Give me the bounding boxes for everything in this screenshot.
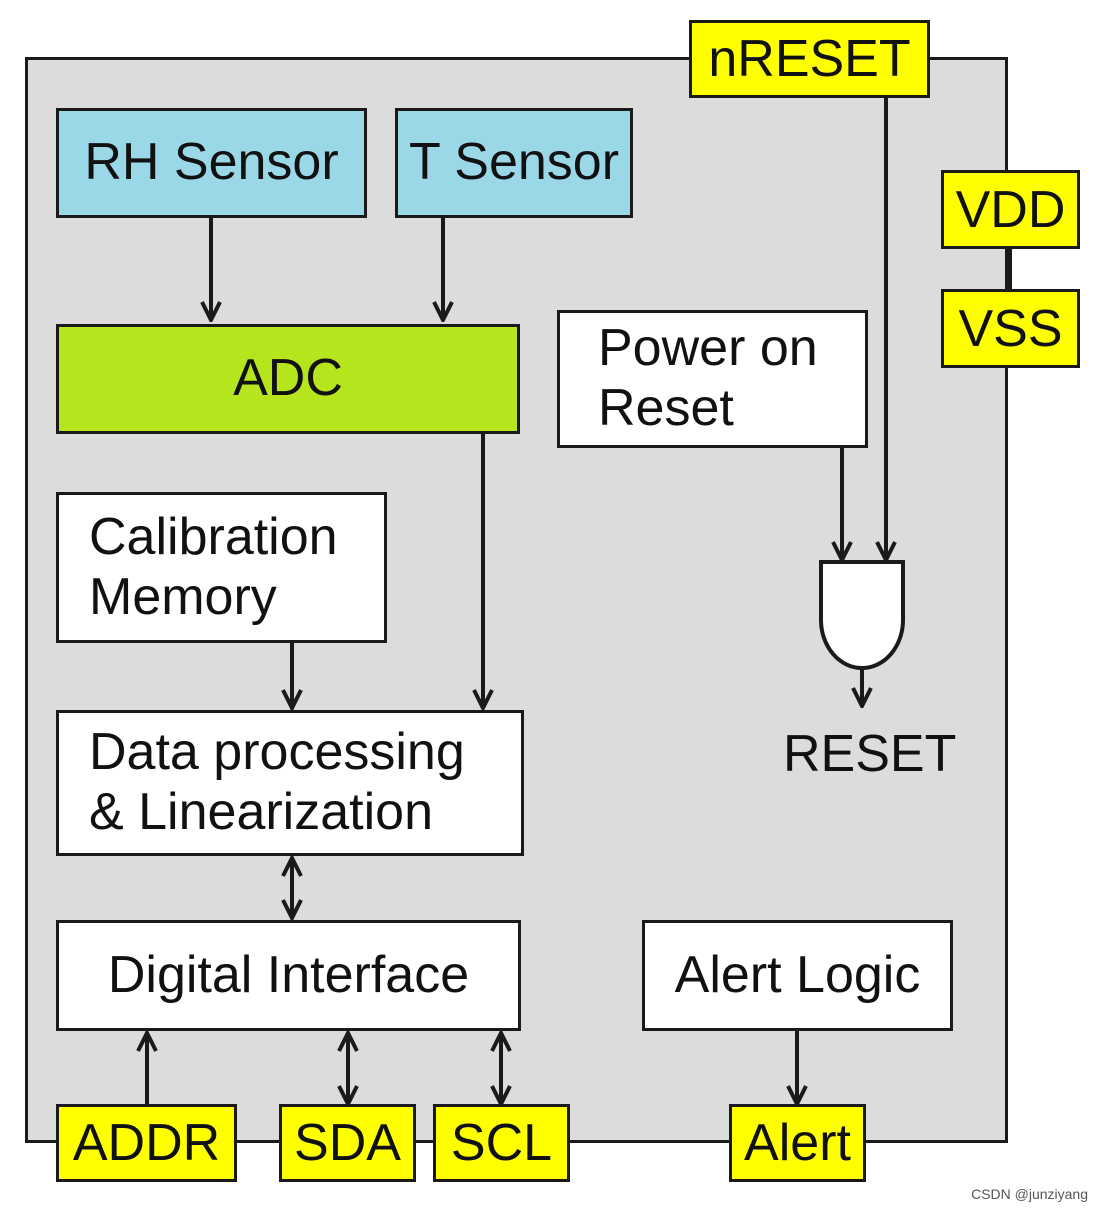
data-processing-label: Data processing & Linearization (89, 723, 465, 841)
reset-signal-label: RESET (783, 725, 957, 783)
calibration-memory-label: Calibration Memory (89, 507, 338, 626)
watermark: CSDN @junziyang (971, 1186, 1088, 1202)
t-sensor-label: T Sensor (408, 133, 620, 192)
alert-logic-block: Alert Logic (642, 920, 953, 1031)
calibration-memory-block: Calibration Memory (56, 492, 387, 643)
power-on-reset-block: Power on Reset (557, 310, 868, 448)
digital-interface-label: Digital Interface (107, 945, 470, 1004)
power-on-reset-label: Power on Reset (598, 319, 818, 437)
nreset-pin: nRESET (689, 20, 930, 98)
digital-interface-block: Digital Interface (56, 920, 521, 1031)
scl-pin: SCL (433, 1104, 570, 1182)
adc-label: ADC (233, 349, 343, 408)
addr-pin: ADDR (56, 1104, 237, 1182)
and-gate (819, 560, 905, 670)
sda-pin: SDA (279, 1104, 416, 1182)
adc-block: ADC (56, 324, 520, 434)
vdd-pin: VDD (941, 170, 1080, 249)
data-processing-block: Data processing & Linearization (56, 710, 524, 856)
alert-pin: Alert (729, 1104, 866, 1182)
rh-sensor-label: RH Sensor (84, 133, 339, 192)
t-sensor-block: T Sensor (395, 108, 633, 218)
alert-logic-label: Alert Logic (674, 945, 921, 1004)
vss-pin: VSS (941, 289, 1080, 368)
rh-sensor-block: RH Sensor (56, 108, 367, 218)
